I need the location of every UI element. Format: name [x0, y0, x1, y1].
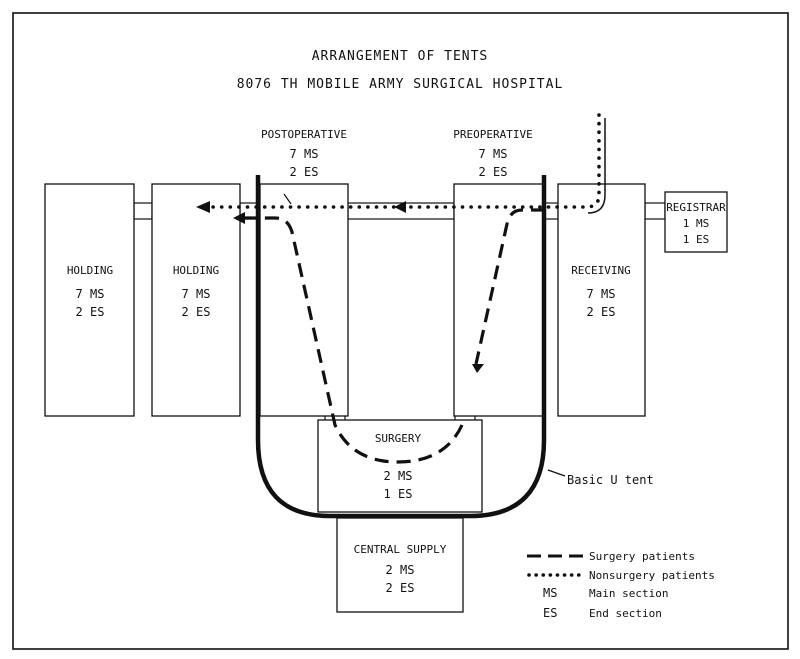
receiving-es: 2 ES [587, 305, 616, 319]
central-supply-name: CENTRAL SUPPLY [354, 543, 447, 556]
holding-1-es: 2 ES [76, 305, 105, 319]
nonsurgery-route-arrowhead-mid [394, 201, 406, 213]
legend-nonsurgery-label: Nonsurgery patients [589, 569, 715, 582]
legend-ms-key: MS [543, 586, 557, 600]
surgery-ms: 2 MS [384, 469, 413, 483]
surgery-route-outbound [245, 216, 464, 464]
holding-1-name: HOLDING [67, 264, 113, 277]
holding-2-name: HOLDING [173, 264, 219, 277]
registrar-name: REGISTRAR [666, 201, 726, 214]
surgery-es: 1 ES [384, 487, 413, 501]
postoperative-name: POSTOPERATIVE [261, 128, 347, 141]
connector-receiving-registrar [644, 202, 666, 220]
route-tick-mark [283, 193, 292, 205]
holding-2-ms: 7 MS [182, 287, 211, 301]
legend-surgery-label: Surgery patients [589, 550, 695, 563]
central-supply-es: 2 ES [386, 581, 415, 595]
tent-preoperative [453, 183, 545, 417]
registrar-es: 1 ES [683, 233, 710, 246]
tent-receiving [557, 183, 646, 417]
legend-ms-value: Main section [589, 587, 668, 600]
basic-u-tent [255, 175, 547, 519]
tent-registrar [664, 191, 728, 253]
preoperative-es: 2 ES [479, 165, 508, 179]
surgery-route-inbound-arrowhead [472, 364, 484, 373]
nonsurgery-route-arrowhead-end [196, 201, 210, 213]
diagram-frame [12, 12, 789, 650]
registrar-ms: 1 MS [683, 217, 710, 230]
title-line-2: 8076 TH MOBILE ARMY SURGICAL HOSPITAL [237, 77, 564, 92]
surgery-name: SURGERY [375, 432, 422, 445]
preoperative-name: PREOPERATIVE [453, 128, 532, 141]
registrar-entry-line [587, 118, 606, 214]
surgery-route-inbound [474, 208, 545, 365]
holding-1-ms: 7 MS [76, 287, 105, 301]
holding-2-es: 2 ES [182, 305, 211, 319]
u-tent-label-leader [547, 469, 566, 477]
surgery-route-outbound-arrowhead [233, 212, 245, 224]
tent-central-supply [336, 517, 464, 613]
preoperative-ms: 7 MS [479, 147, 508, 161]
receiving-ms: 7 MS [587, 287, 616, 301]
receiving-name: RECEIVING [571, 264, 631, 277]
legend-es-value: End section [589, 607, 662, 620]
tent-holding-2 [151, 183, 241, 417]
central-supply-ms: 2 MS [386, 563, 415, 577]
u-tent-label: Basic U tent [567, 473, 654, 487]
tent-holding-1 [44, 183, 135, 417]
tent-postoperative [259, 183, 349, 417]
title-line-1: ARRANGEMENT OF TENTS [312, 49, 489, 64]
connector-holding [133, 202, 153, 220]
postoperative-es: 2 ES [290, 165, 319, 179]
legend-es-key: ES [543, 606, 557, 620]
postoperative-ms: 7 MS [290, 147, 319, 161]
